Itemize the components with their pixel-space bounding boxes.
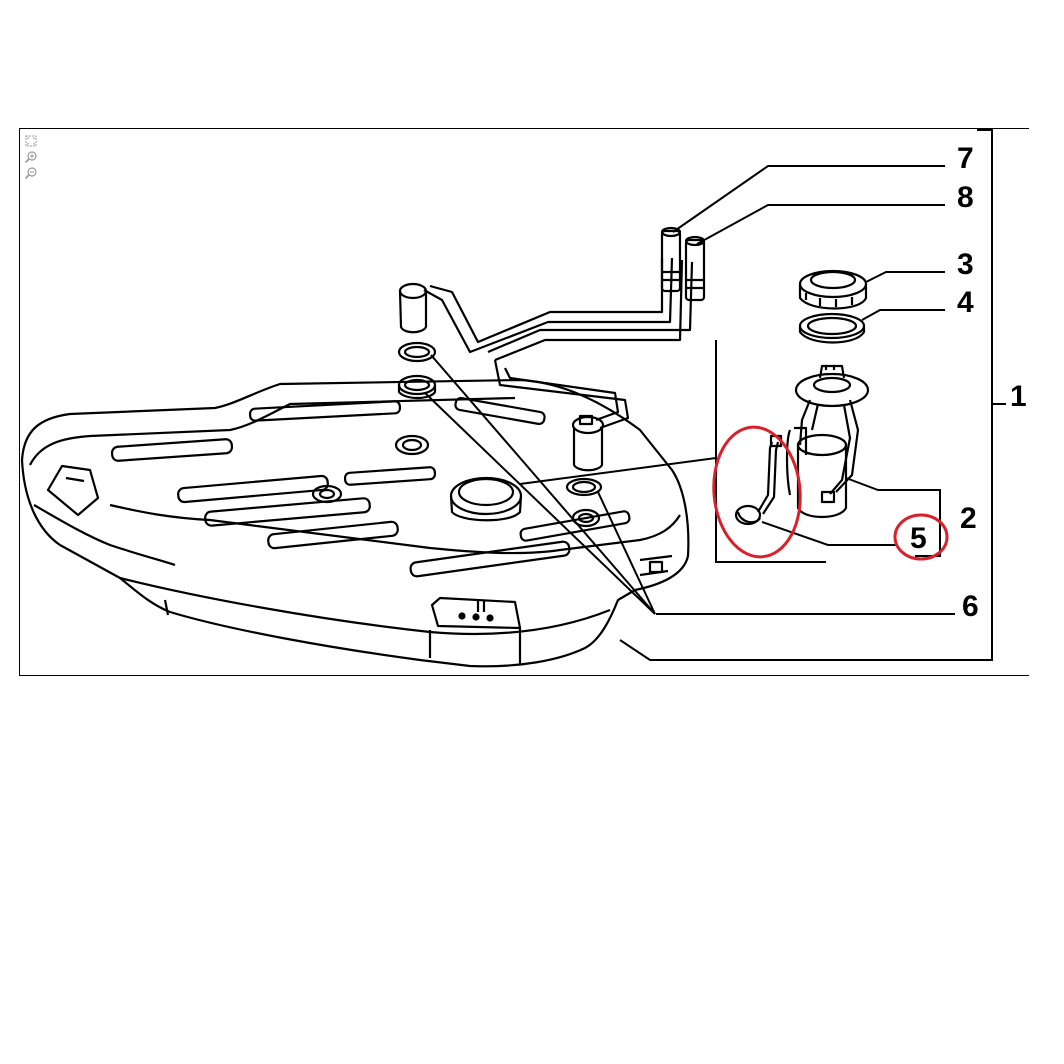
- float-sender: [734, 434, 783, 526]
- leader-lines: [424, 129, 1006, 661]
- zoom-in-icon[interactable]: [24, 150, 38, 164]
- callout-5: 5: [910, 522, 927, 555]
- callout-6: 6: [962, 590, 979, 623]
- diagram-frame: [19, 128, 1029, 676]
- callout-2: 2: [960, 502, 977, 535]
- callout-7: 7: [957, 142, 974, 175]
- callout-3: 3: [957, 248, 974, 281]
- fit-to-page-icon[interactable]: [24, 134, 38, 148]
- seal-rings: [397, 341, 603, 497]
- callout-1: 1: [1010, 380, 1027, 413]
- callout-8: 8: [957, 181, 974, 214]
- red-highlights: [712, 425, 949, 561]
- fuel-tank-drawing: [20, 378, 690, 668]
- callout-5-highlight: [893, 513, 949, 561]
- float-sender-highlight: [712, 425, 802, 559]
- fuel-pump-assembly: [785, 269, 870, 519]
- zoom-out-icon[interactable]: [24, 166, 38, 180]
- callout-numbers: 7 8 3 4 1 2 5 6: [910, 142, 1027, 623]
- callout-4: 4: [957, 286, 974, 319]
- vent-pipes: [398, 226, 706, 472]
- zoom-toolbar: [24, 134, 40, 182]
